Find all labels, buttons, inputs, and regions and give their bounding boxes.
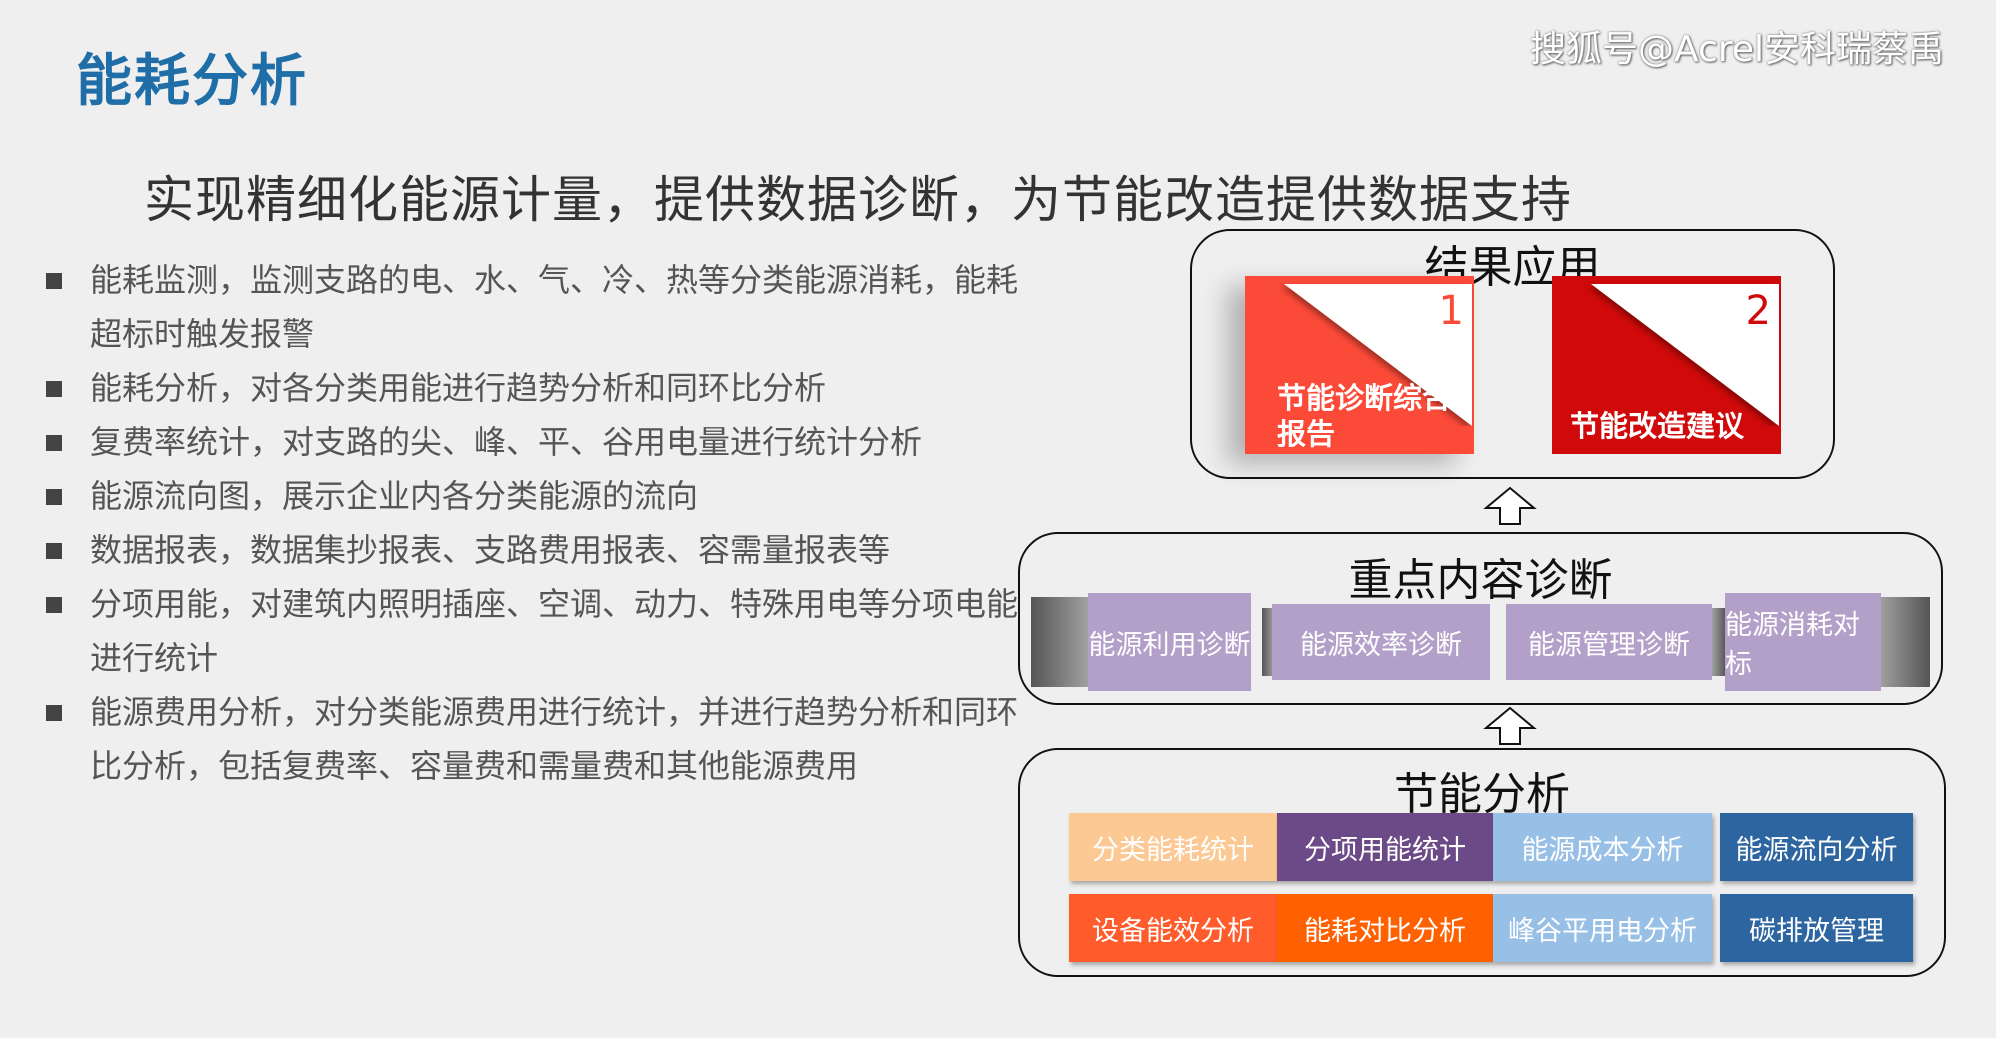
diagnosis-item: 能源管理诊断 (1506, 604, 1712, 680)
bullet-square-icon (46, 273, 62, 289)
up-arrow-icon (1483, 486, 1537, 525)
analysis-title: 节能分析 (1394, 769, 1570, 820)
bullet-text: 能源流向图，展示企业内各分类能源的流向 (90, 477, 699, 515)
bullet-text: 数据报表，数据集抄报表、支路费用报表、容需量报表等 (90, 531, 891, 569)
box-side-shading (1262, 608, 1274, 676)
result-card: 2 节能改造建议 (1552, 276, 1781, 454)
bullet-text: 能耗监测，监测支路的电、水、气、冷、热等分类能源消耗，能耗超标时触发报警 (90, 261, 1019, 353)
box-side-shading (1880, 597, 1930, 687)
diagnosis-item: 能源利用诊断 (1088, 593, 1251, 691)
analysis-cell: 能源流向分析 (1720, 813, 1913, 881)
page-title: 能耗分析 (76, 49, 308, 114)
bullet-item: 数据报表，数据集抄报表、支路费用报表、容需量报表等 (44, 523, 1024, 577)
subtitle: 实现精细化能源计量，提供数据诊断，为节能改造提供数据支持 (144, 171, 1572, 229)
box-side-shading (1712, 608, 1726, 676)
diagnosis-title: 重点内容诊断 (1348, 555, 1613, 606)
analysis-cell: 峰谷平用电分析 (1493, 894, 1712, 962)
card-number: 1 (1438, 288, 1464, 334)
page-fold-icon (1591, 284, 1779, 426)
bullet-item: 能源费用分析，对分类能源费用进行统计，并进行趋势分析和同环比分析，包括复费率、容… (44, 685, 1024, 793)
bullet-item: 分项用能，对建筑内照明插座、空调、动力、特殊用电等分项电能进行统计 (44, 577, 1024, 685)
bullet-text: 分项用能，对建筑内照明插座、空调、动力、特殊用电等分项电能进行统计 (90, 585, 1019, 677)
bullet-text: 复费率统计，对支路的尖、峰、平、谷用电量进行统计分析 (90, 423, 923, 461)
diagnosis-box: 重点内容诊断 (1018, 532, 1943, 705)
analysis-cell: 碳排放管理 (1720, 894, 1913, 962)
analysis-box: 节能分析 (1018, 748, 1946, 977)
watermark: 搜狐号@Acrel安科瑞蔡禹 (1530, 29, 1944, 70)
bullet-item: 能耗分析，对各分类用能进行趋势分析和同环比分析 (44, 361, 1024, 415)
analysis-cell: 分类能耗统计 (1069, 813, 1277, 881)
analysis-cell: 能源成本分析 (1493, 813, 1712, 881)
diagnosis-item: 能源消耗对标 (1725, 593, 1881, 691)
bullet-item: 能耗监测，监测支路的电、水、气、冷、热等分类能源消耗，能耗超标时触发报警 (44, 253, 1024, 361)
box-side-shading (1031, 597, 1088, 687)
bullet-square-icon (46, 489, 62, 505)
result-card: 1 节能诊断综合报告 (1245, 276, 1474, 454)
diagnosis-item: 能源效率诊断 (1272, 604, 1490, 680)
card-label: 节能诊断综合报告 (1277, 381, 1452, 451)
bullet-square-icon (46, 597, 62, 613)
bullet-square-icon (46, 543, 62, 559)
bullet-square-icon (46, 705, 62, 721)
card-label: 节能改造建议 (1570, 409, 1745, 443)
card-number: 2 (1745, 288, 1771, 334)
bullet-square-icon (46, 435, 62, 451)
bullet-text: 能耗分析，对各分类用能进行趋势分析和同环比分析 (90, 369, 827, 407)
bullet-item: 能源流向图，展示企业内各分类能源的流向 (44, 469, 1024, 523)
feature-list: 能耗监测，监测支路的电、水、气、冷、热等分类能源消耗，能耗超标时触发报警能耗分析… (44, 253, 1024, 793)
analysis-cell: 设备能效分析 (1069, 894, 1277, 962)
analysis-cell: 能耗对比分析 (1277, 894, 1493, 962)
up-arrow-icon (1483, 706, 1537, 745)
bullet-item: 复费率统计，对支路的尖、峰、平、谷用电量进行统计分析 (44, 415, 1024, 469)
bullet-square-icon (46, 381, 62, 397)
analysis-cell: 分项用能统计 (1277, 813, 1493, 881)
page-fold-icon (1284, 284, 1472, 426)
bullet-text: 能源费用分析，对分类能源费用进行统计，并进行趋势分析和同环比分析，包括复费率、容… (90, 693, 1019, 785)
